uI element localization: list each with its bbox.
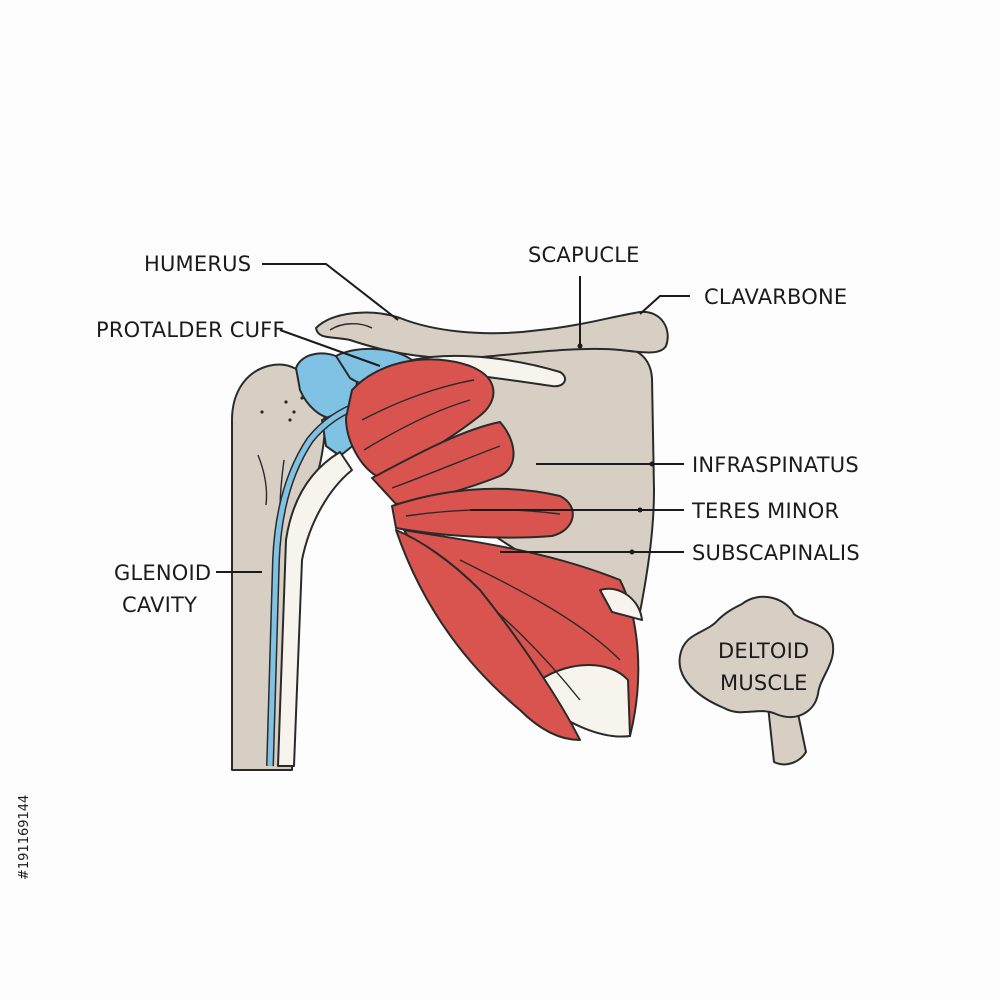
label-protalder-cuff: PROTALDER CUFF bbox=[96, 318, 285, 342]
biceps-tendon bbox=[266, 400, 364, 767]
stock-id-watermark: #191169144 bbox=[17, 795, 32, 880]
label-scapucle: SCAPUCLE bbox=[528, 243, 640, 267]
leader-lines bbox=[216, 263, 690, 573]
label-glenoid: GLENOID bbox=[114, 561, 211, 585]
deltoid-muscle-shape bbox=[678, 595, 835, 766]
label-infraspinatus: INFRASPINATUS bbox=[692, 453, 859, 477]
label-deltoid: DELTOID bbox=[718, 639, 809, 663]
label-teres-minor: TERES MINOR bbox=[691, 499, 839, 523]
teres-major-muscle bbox=[395, 529, 643, 741]
label-cavity: CAVITY bbox=[122, 593, 197, 617]
label-clavarbone: CLAVARBONE bbox=[704, 285, 847, 309]
upper-muscle bbox=[345, 358, 495, 479]
label-subscapinalis: SUBSCAPINALIS bbox=[692, 541, 860, 565]
label-humerus: HUMERUS bbox=[144, 252, 251, 276]
label-muscle: MUSCLE bbox=[720, 671, 808, 695]
teres-minor-muscle bbox=[391, 487, 574, 539]
